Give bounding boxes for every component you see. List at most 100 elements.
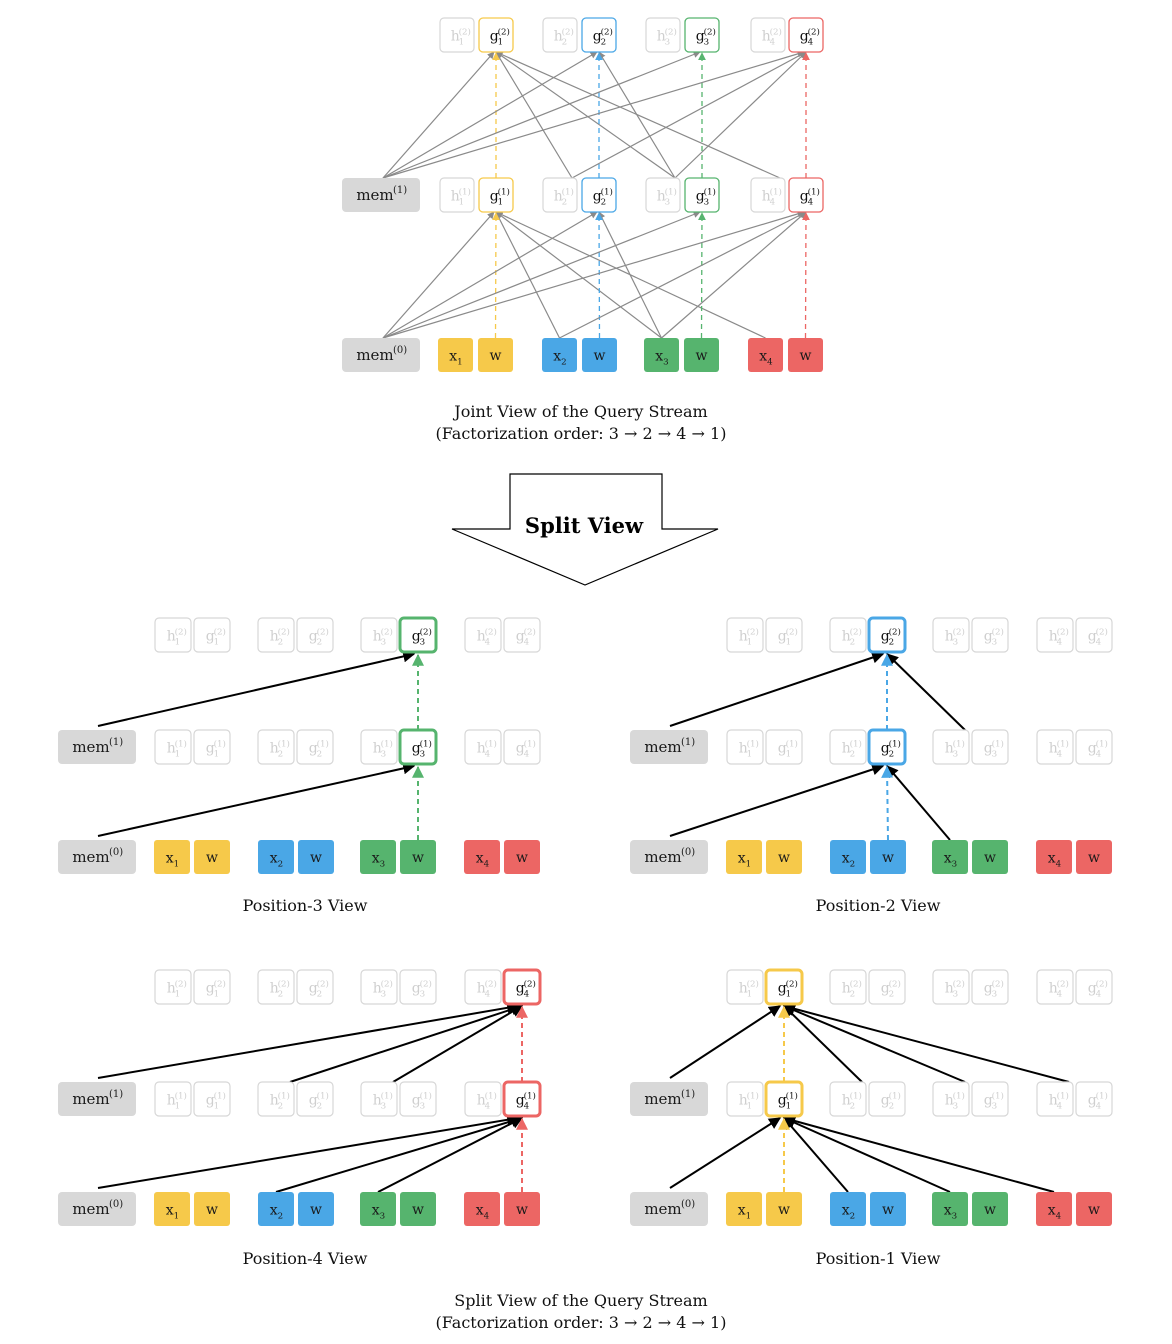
h3-layer2-node: h3(2)	[932, 969, 970, 1005]
g4l1-label: g4(1)	[1088, 738, 1108, 759]
g4l1-sub: 4	[808, 198, 814, 208]
g3-layer2-node: g3(2)	[971, 617, 1009, 653]
g3l1-label: g3(1)	[412, 1090, 432, 1111]
h4-layer2-node: h4(2)	[1036, 617, 1074, 653]
g4l2-sup: (2)	[524, 978, 536, 989]
g1l2-sub: 1	[786, 990, 792, 1000]
h1l2-base: h	[739, 628, 748, 644]
h4-layer1-node: h4(1)	[464, 729, 502, 765]
g4l2-sub: 4	[524, 638, 530, 648]
g1l2-sup: (2)	[214, 626, 226, 637]
h2-layer2-node: h2(2)	[829, 969, 867, 1005]
h2l2-label: h2(2)	[554, 26, 574, 47]
edge-h4-g1-l2	[495, 51, 781, 179]
h4l1-sup: (1)	[485, 1090, 497, 1101]
h4l2-base: h	[1049, 628, 1058, 644]
g3l1-sup: (1)	[992, 738, 1004, 749]
mem-sup: (0)	[109, 1199, 123, 1210]
h2-layer1-node: h2(1)	[257, 1081, 295, 1117]
token-x4-base: x	[476, 1202, 484, 1218]
token-box	[1036, 1192, 1072, 1226]
h4l2-label: h4(2)	[477, 626, 497, 647]
h2-layer2-node: h2(2)	[542, 17, 578, 53]
g3l2-sub: 3	[992, 638, 998, 648]
h3-layer2-node: h3(2)	[932, 617, 970, 653]
token-x4-base: x	[1048, 1202, 1056, 1218]
h2l2-sub: 2	[278, 638, 284, 648]
h2-layer2-node: h2(2)	[257, 969, 295, 1005]
token-x4-sub: 4	[1056, 860, 1062, 870]
node-box	[726, 617, 764, 653]
token-x1-sub: 1	[174, 1212, 180, 1222]
g2l2-sub: 2	[601, 38, 607, 48]
token-w-text: w	[778, 1202, 790, 1218]
g3l2-sup: (2)	[704, 26, 716, 37]
g2l2-sup: (2)	[317, 626, 329, 637]
h2l1-base: h	[270, 740, 279, 756]
token-w-3: w	[684, 338, 719, 372]
g1l1-sub: 1	[786, 1102, 792, 1112]
node-box	[1036, 729, 1074, 765]
h3l2-label: h3(2)	[945, 626, 965, 647]
token-box	[766, 1192, 802, 1226]
token-w-3: w	[400, 840, 436, 874]
g1l1-label: g1(1)	[206, 738, 226, 759]
h3l2-sub: 3	[381, 990, 387, 1000]
node-box	[932, 969, 970, 1005]
token-x1-base: x	[166, 850, 174, 866]
h2l1-sub: 2	[850, 750, 856, 760]
h3l1-label: h3(1)	[945, 738, 965, 759]
h1l1-base: h	[167, 1092, 176, 1108]
g4l2-sup: (2)	[808, 26, 820, 37]
g2l2-label: g2(2)	[881, 978, 901, 999]
mem-box	[630, 730, 708, 764]
node-box	[1036, 1081, 1074, 1117]
g2l1-label: g2(1)	[881, 738, 901, 759]
h1l1-base: h	[739, 1092, 748, 1108]
g1-layer2-node: g1(2)	[765, 617, 803, 653]
token-w-text: w	[310, 1202, 322, 1218]
token-x3-base: x	[372, 1202, 380, 1218]
edge-h3-g4-l2	[392, 1005, 524, 1083]
mem-box	[58, 840, 136, 874]
h4l2-label: h4(2)	[762, 26, 782, 47]
token-x1-sub: 1	[457, 358, 463, 368]
h2l1-sup: (1)	[850, 738, 862, 749]
joint-factorization-order: (Factorization order: 3 → 2 → 4 → 1)	[436, 424, 727, 443]
token-w-text: w	[206, 1202, 218, 1218]
g4l2-label: g4(2)	[1088, 626, 1108, 647]
edge-h4-g1-l2	[782, 1002, 1070, 1083]
token-box	[400, 1192, 436, 1226]
token-x3-sub: 3	[952, 860, 958, 870]
token-box	[504, 840, 540, 874]
g2l1-base: g	[593, 188, 602, 204]
node-box	[398, 616, 438, 654]
node-box	[154, 1081, 192, 1117]
g2l2-sup: (2)	[889, 626, 901, 637]
token-w-text: w	[882, 1202, 894, 1218]
g4l2-sup: (2)	[524, 626, 536, 637]
node-box	[464, 969, 502, 1005]
g4-layer1-node: g4(1)	[1075, 1081, 1113, 1117]
token-w-4: w	[788, 338, 823, 372]
h1l2-sup: (2)	[747, 978, 759, 989]
token-w-text: w	[984, 1202, 996, 1218]
h2l1-label: h2(1)	[842, 738, 862, 759]
edge-x2-g1-l1	[783, 1117, 849, 1193]
node-box	[296, 1081, 334, 1117]
edge-w3-g3-l1	[698, 212, 706, 339]
h3l2-label: h3(2)	[945, 978, 965, 999]
g4l1-sup: (1)	[1096, 1090, 1108, 1101]
h3-layer1-node: h3(1)	[932, 1081, 970, 1117]
token-w-4: w	[1076, 840, 1112, 874]
h4l2-label: h4(2)	[1049, 626, 1069, 647]
g2l2-base: g	[881, 628, 890, 644]
g4l2-sub: 4	[1096, 638, 1102, 648]
mem-text: mem	[72, 1200, 109, 1218]
mem-text: mem	[644, 1090, 681, 1108]
h4-layer2-node: h4(2)	[1036, 969, 1074, 1005]
